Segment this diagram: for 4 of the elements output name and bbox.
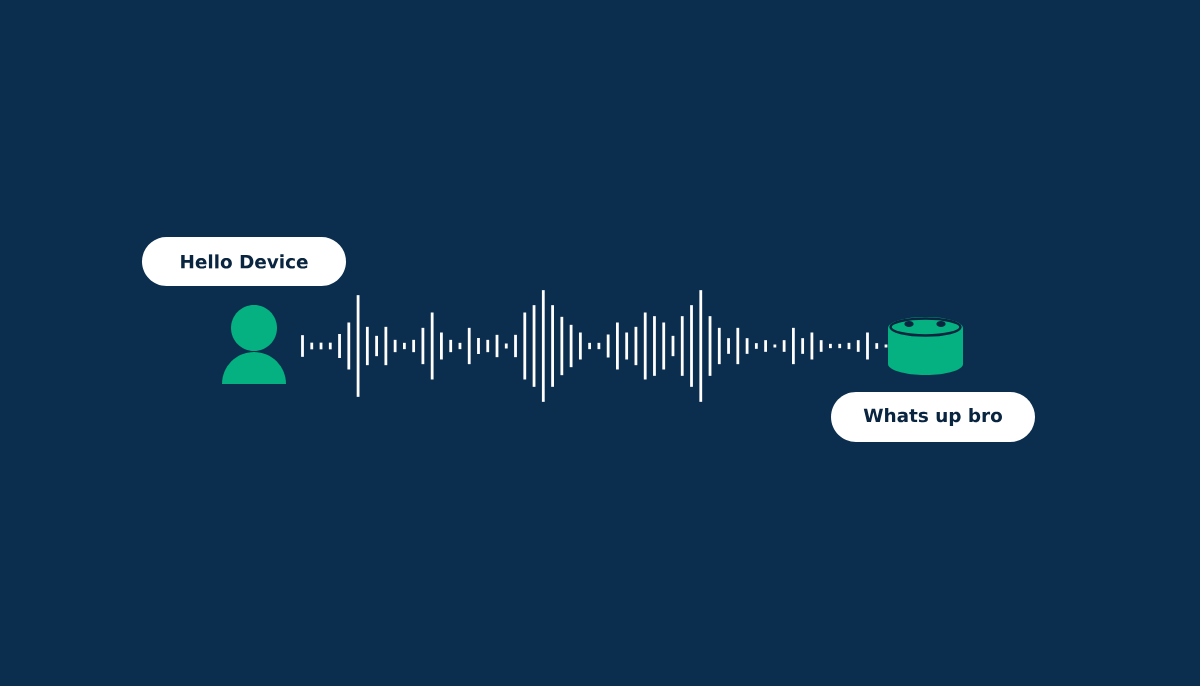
speaker-icon: [888, 317, 963, 375]
speech-bubble: Whats up bro: [831, 392, 1035, 442]
person-icon: [222, 305, 286, 384]
speech-bubble: Hello Device: [142, 237, 346, 286]
